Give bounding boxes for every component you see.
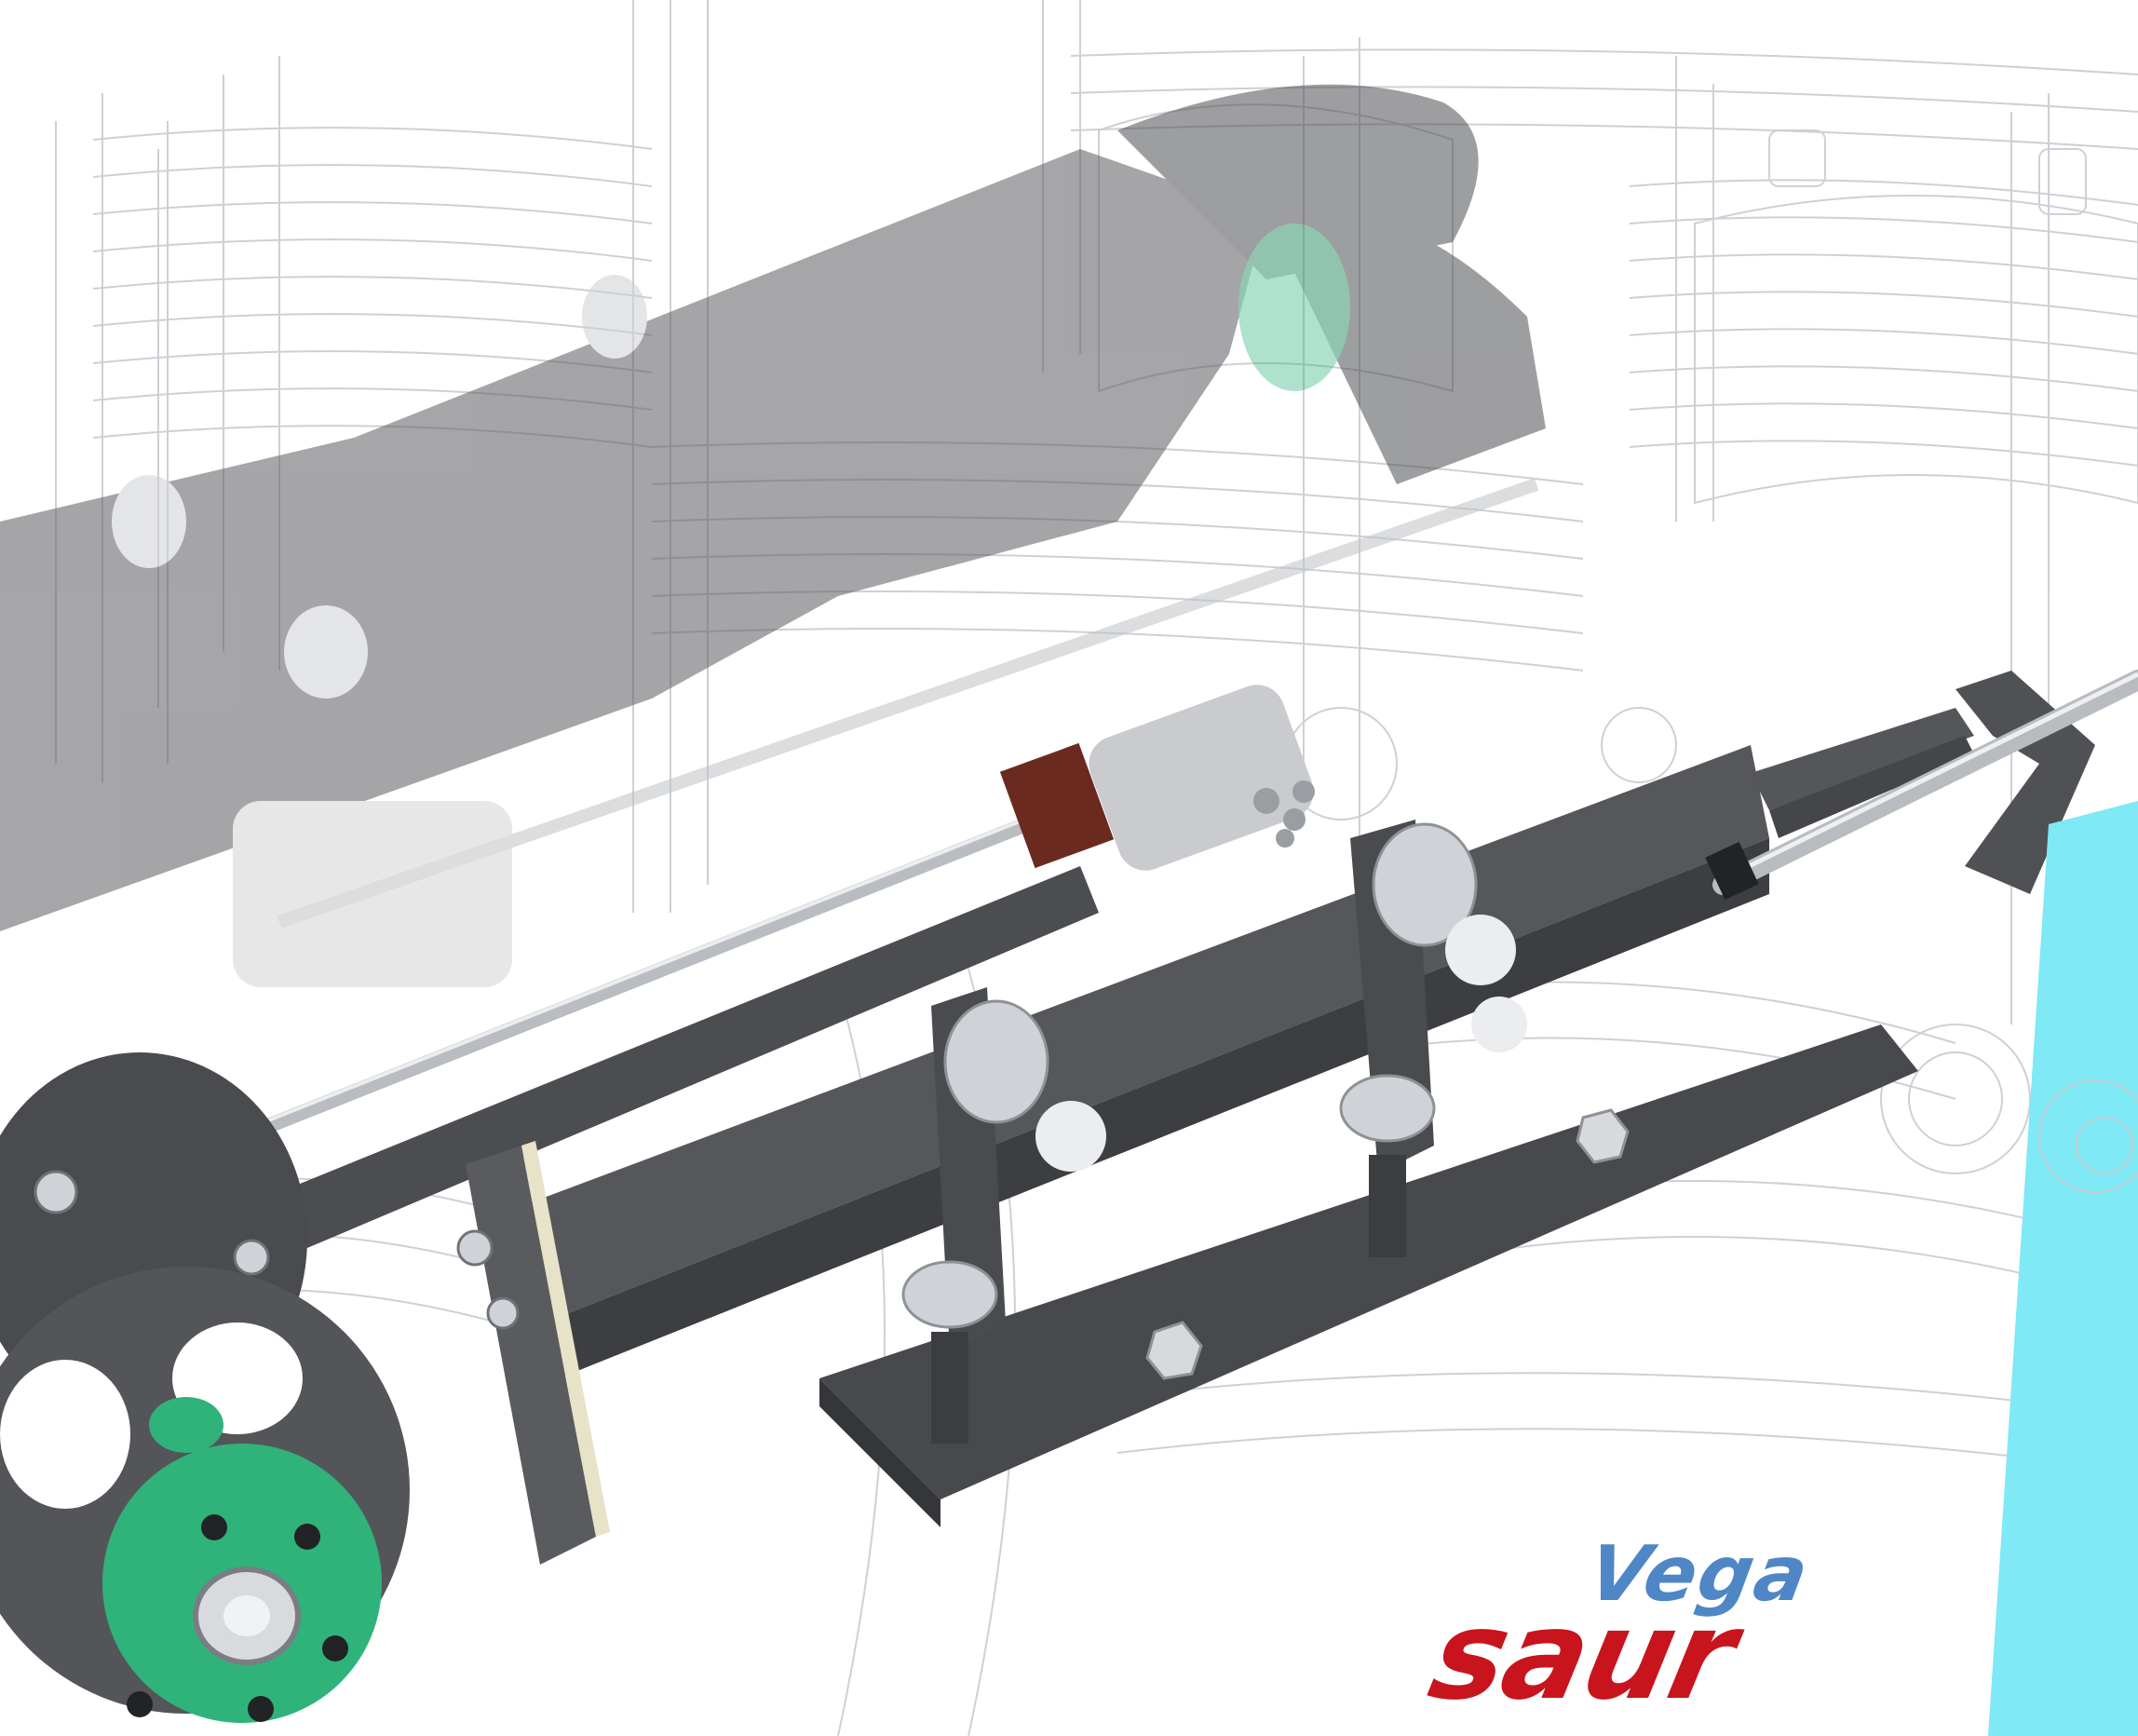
mechanism-linkage: [0, 670, 2138, 1723]
vegasaur-logo: Vega saur: [1419, 1530, 1825, 1728]
mechanism-shadow: [0, 84, 1546, 987]
cyan-band: [1988, 801, 2138, 1736]
pulley-wheel: [0, 1052, 520, 1723]
logo-saur-text: saur: [1418, 1584, 1747, 1728]
